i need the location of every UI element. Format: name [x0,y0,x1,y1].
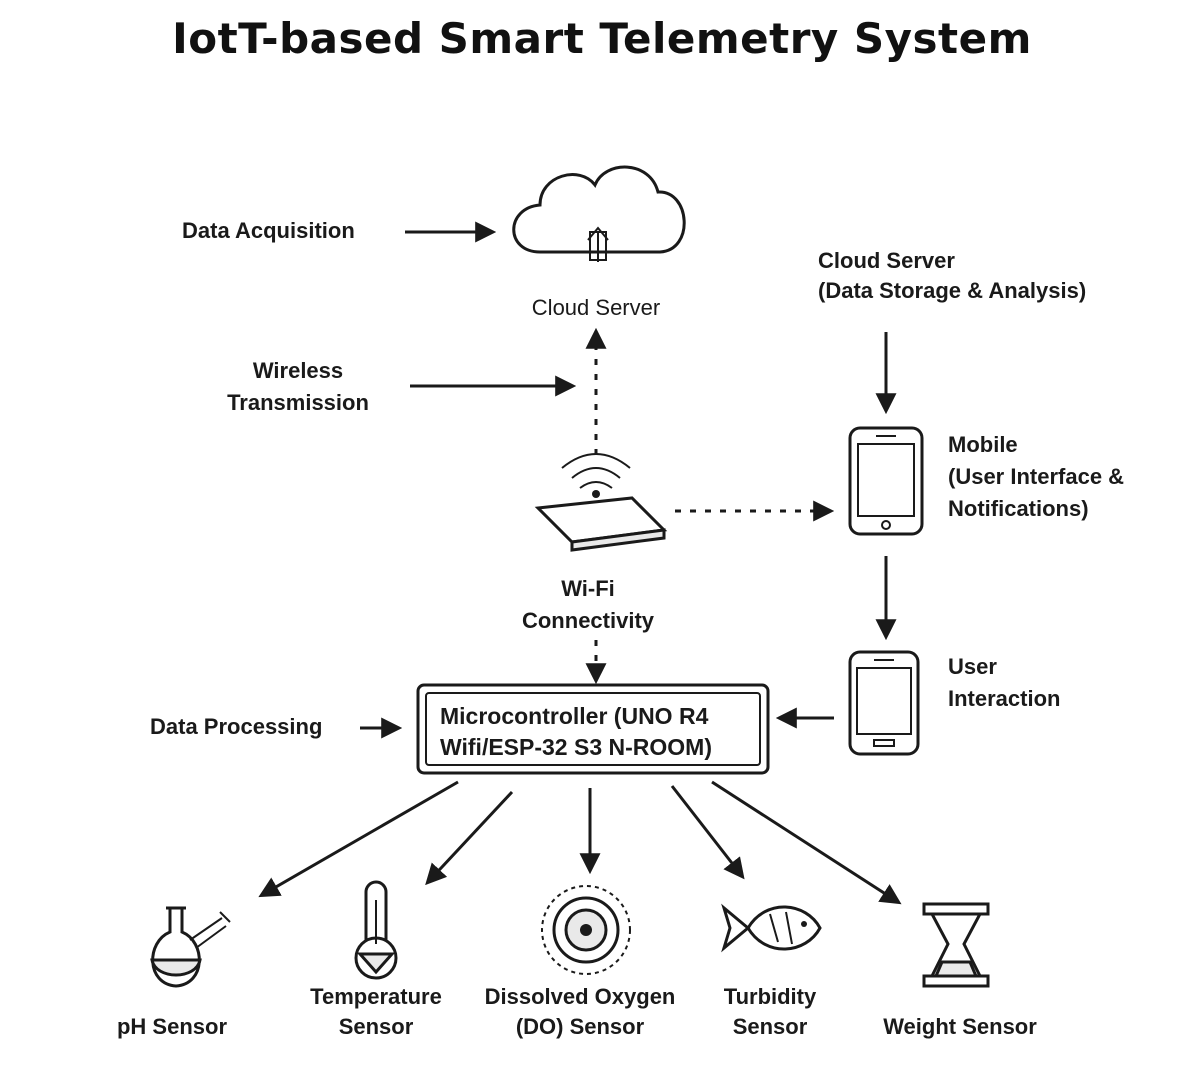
oxygen-bubble-icon [541,885,631,975]
cloud-server-label: Cloud Server [532,295,660,320]
sensor-1-label-line2: Sensor [339,1014,414,1039]
thermometer-icon [354,880,398,980]
mcu-to-temperature-arrow [425,790,514,886]
diagram-title: IotT-based Smart Telemetry System [172,14,1032,63]
user-interaction-line2: Interaction [948,686,1060,711]
microcontroller-label-line1: Microcontroller (UNO R4 [440,703,709,729]
smartphone-icon [848,426,924,536]
mcu-to-ph-arrow [258,780,459,898]
sensor-1-label-line1: Temperature [310,984,442,1009]
sensor-0-label-line2: pH Sensor [117,1014,227,1039]
user-interaction-line1: User [948,654,997,679]
mobile-label-line3: Notifications) [948,496,1089,521]
wifi-label-line2: Connectivity [522,608,655,633]
wireless-label-line1: Wireless [253,358,343,383]
cloud-upload-icon [512,165,686,262]
cloud-server-storage-line1: Cloud Server [818,248,955,273]
wifi-label-line1: Wi-Fi [561,576,615,601]
flask-icon [150,906,231,988]
data-acquisition-label: Data Acquisition [182,218,355,243]
cloud-server-storage-line2: (Data Storage & Analysis) [818,278,1086,303]
sensor-3-label-line1: Turbidity [724,984,817,1009]
mcu-to-weight-arrow [711,780,902,905]
sensor-2-label-line1: Dissolved Oxygen [485,984,676,1009]
microcontroller-box [416,683,770,775]
sensor-4-label-line2: Weight Sensor [883,1014,1037,1039]
hourglass-weight-icon [922,902,990,988]
microcontroller-label-line2: Wifi/ESP-32 S3 N-ROOM) [440,734,712,760]
data-processing-label: Data Processing [150,714,322,739]
wireless-label-line2: Transmission [227,390,369,415]
mobile-label-line2: (User Interface & [948,464,1124,489]
sensor-3-label-line2: Sensor [733,1014,808,1039]
wifi-router-icon [534,453,668,552]
mobile-label-line1: Mobile [948,432,1018,457]
mcu-to-turbidity-arrow [670,785,745,880]
user-device-smartphone-icon [848,650,920,756]
sensor-2-label-line2: (DO) Sensor [516,1014,645,1039]
fish-icon [721,903,822,953]
